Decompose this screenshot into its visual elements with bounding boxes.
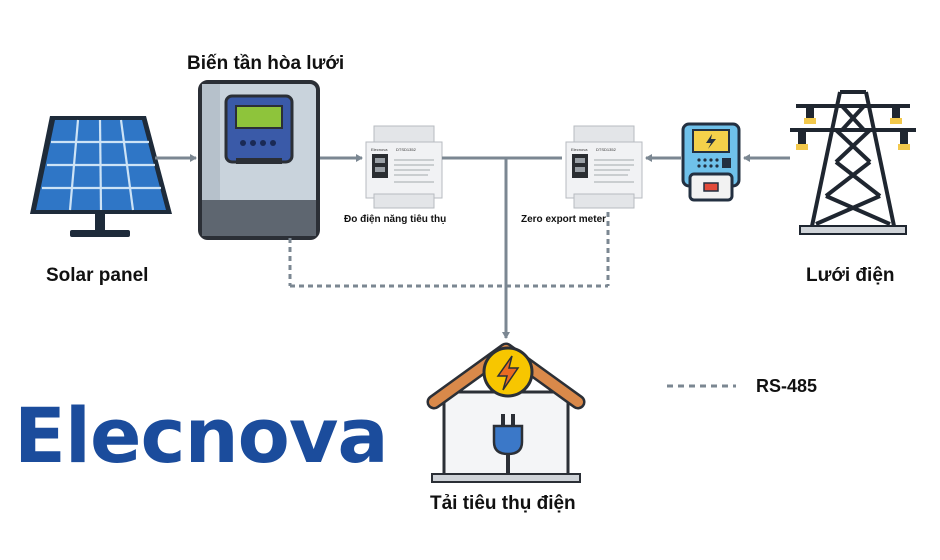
meter-model-text: DTSD1352	[396, 147, 417, 152]
power-tower-insulators	[796, 106, 910, 235]
meter-brand-text: Elecnova	[371, 147, 388, 152]
meter-model-text: DTSD1352	[596, 147, 617, 152]
zero-export-meter-label: Zero export meter	[521, 214, 607, 225]
load-label: Tải tiêu thụ điện	[430, 493, 576, 514]
zero-export-meter-icon: Elecnova DTSD1352	[565, 125, 643, 209]
solar-panel-label: Solar panel	[46, 265, 149, 286]
utility-meter-icon	[681, 122, 741, 202]
power-connections	[155, 154, 790, 339]
meter-brand-text: Elecnova	[571, 147, 588, 152]
legend-rs485-label: RS-485	[756, 376, 818, 396]
rs485-connections	[288, 212, 610, 288]
power-tower-icon	[790, 90, 916, 227]
inverter-label: Biến tần hòa lưới	[187, 53, 345, 74]
consumption-meter-icon: Elecnova DTSD1352	[365, 125, 443, 209]
elecnova-logo: Elecnova	[14, 391, 389, 480]
solar-panel-icon	[30, 116, 172, 237]
inverter-icon	[198, 80, 320, 240]
grid-label: Lưới điện	[806, 265, 895, 286]
consumption-meter-label: Đo điện năng tiêu thụ	[344, 214, 447, 225]
house-load-icon	[426, 342, 586, 483]
